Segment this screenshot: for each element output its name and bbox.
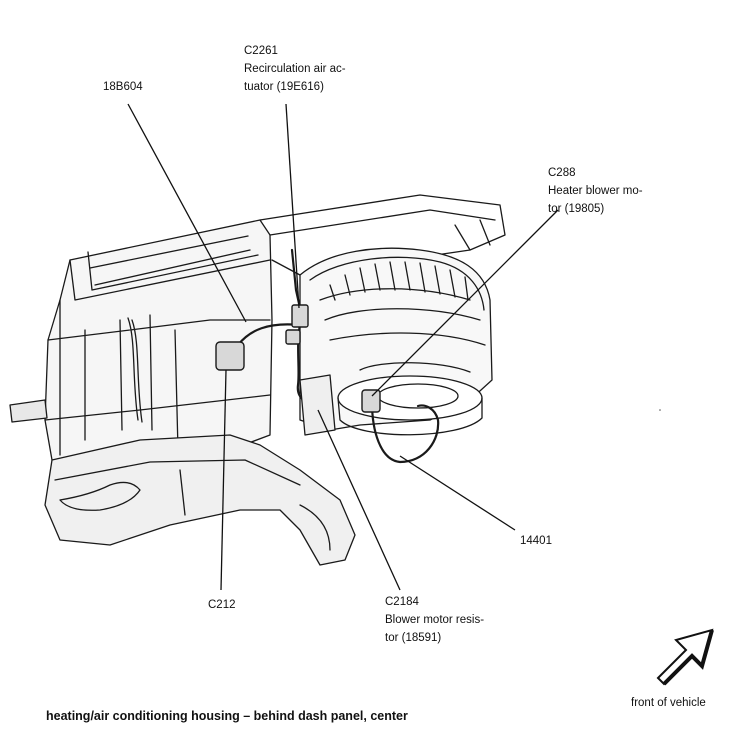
hvac-housing-left-block	[9, 219, 273, 471]
callout-c2261-id: C2261	[244, 45, 278, 57]
callout-c2261-desc-1: Recirculation air ac-	[244, 63, 346, 75]
callout-c212: C212	[208, 596, 236, 614]
connector-c2261	[291, 304, 309, 328]
leader-c288	[371, 209, 559, 397]
callout-c288-id: C288	[548, 167, 576, 179]
arrow-up-right-icon	[656, 628, 714, 686]
connector-c288	[361, 389, 381, 413]
front-of-vehicle-label: front of vehicle	[631, 697, 706, 709]
callout-c288-desc-2: tor (19805)	[548, 203, 605, 215]
callout-c212-id: C212	[208, 599, 236, 611]
callout-c288: C288 Heater blower mo- tor (19805)	[548, 164, 643, 218]
diagram-caption: heating/air conditioning housing – behin…	[46, 709, 408, 723]
callout-c2184-desc-1: Blower motor resis-	[385, 614, 485, 626]
leader-lines	[127, 103, 559, 591]
callout-c2184-desc-2: tor (18591)	[385, 632, 442, 644]
leader-c2184	[317, 409, 401, 591]
callout-c2261-desc-2: tuator (19E616)	[244, 81, 324, 93]
callout-18b604-id: 18B604	[103, 81, 143, 93]
callout-14401: 14401	[520, 532, 552, 550]
connector-c212	[215, 341, 245, 371]
leader-18b604	[127, 103, 247, 323]
blower-resistor	[299, 374, 336, 436]
callout-c2261: C2261 Recirculation air ac- tuator (19E6…	[244, 42, 346, 96]
leader-14401	[399, 455, 516, 531]
callout-18b604: 18B604	[103, 78, 143, 96]
hvac-housing-bottom-plenum	[44, 434, 356, 566]
callout-14401-id: 14401	[520, 535, 552, 547]
leader-c212	[220, 369, 227, 591]
callout-c2184: C2184 Blower motor resis- tor (18591)	[385, 593, 484, 647]
callout-c2184-id: C2184	[385, 596, 419, 608]
leader-c2261	[285, 103, 300, 309]
callout-c288-desc-1: Heater blower mo-	[548, 185, 643, 197]
